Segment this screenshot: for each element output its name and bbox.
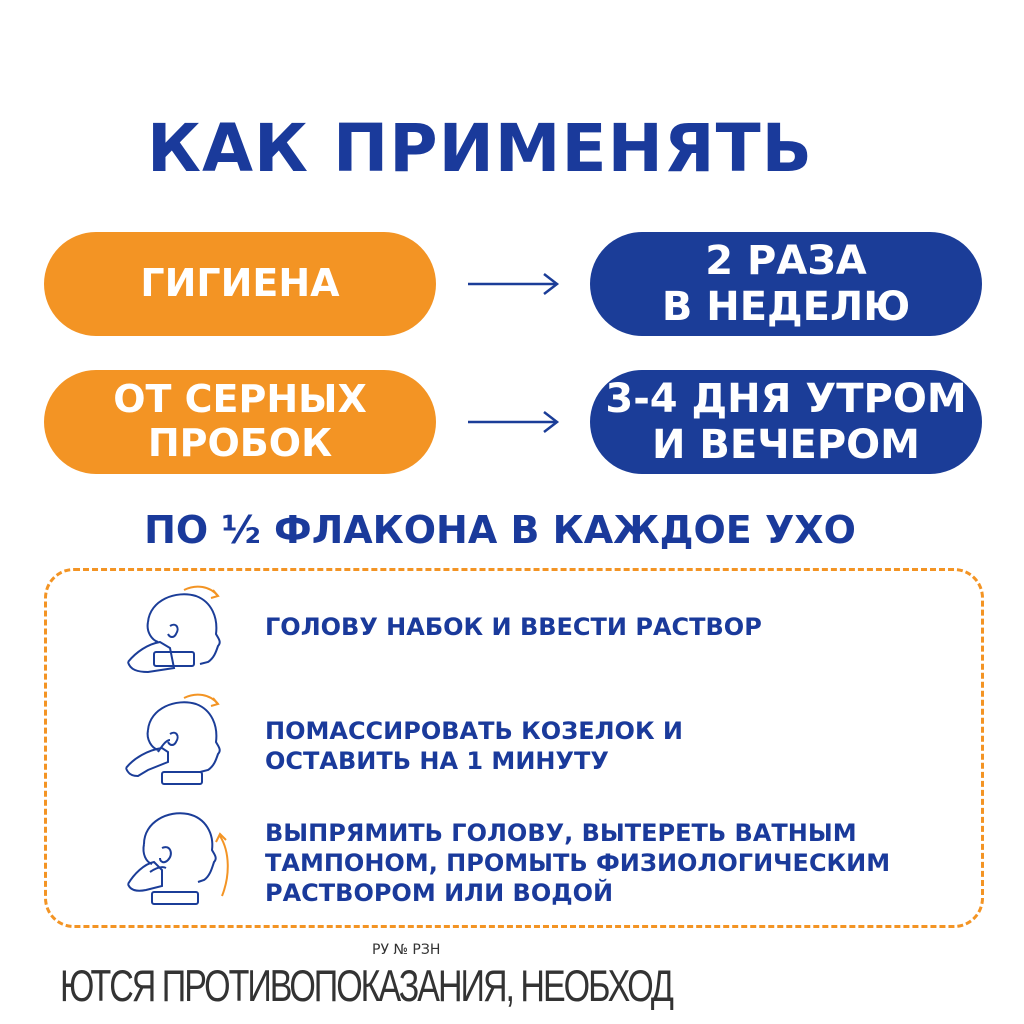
- usage-wax-plugs-pill: ОТ СЕРНЫХ ПРОБОК: [44, 370, 436, 474]
- pill-label: 2 РАЗА В НЕДЕЛЮ: [661, 238, 911, 330]
- usage-hygiene-frequency-pill: 2 РАЗА В НЕДЕЛЮ: [590, 232, 982, 336]
- pill-label: ГИГИЕНА: [140, 261, 340, 306]
- pill-label: ОТ СЕРНЫХ ПРОБОК: [113, 377, 367, 465]
- registration-number: РУ № РЗН: [372, 942, 441, 958]
- pill-label: 3-4 ДНЯ УТРОМ И ВЕЧЕРОМ: [605, 376, 967, 468]
- dosage-note: ПО ½ ФЛАКОНА В КАЖДОЕ УХО: [144, 508, 856, 552]
- step-1-text: ГОЛОВУ НАБОК И ВВЕСТИ РАСТВОР: [265, 613, 762, 641]
- head-tilt-icon: [127, 585, 221, 674]
- ear-massage-icon: [125, 693, 221, 785]
- contraindications-warning: ЮТСЯ ПРОТИВОПОКАЗАНИЯ, НЕОБХОД: [60, 962, 674, 1012]
- usage-wax-plugs-frequency-pill: 3-4 ДНЯ УТРОМ И ВЕЧЕРОМ: [590, 370, 982, 474]
- usage-hygiene-pill: ГИГИЕНА: [44, 232, 436, 336]
- instructions-box: [44, 568, 984, 928]
- arrow-right-icon: [468, 273, 560, 295]
- step-2-text: ПОМАССИРОВАТЬ КОЗЕЛОК И ОСТАВИТЬ НА 1 МИ…: [265, 717, 683, 775]
- step-3-text: ВЫПРЯМИТЬ ГОЛОВУ, ВЫТЕРЕТЬ ВАТНЫМ ТАМПОН…: [265, 819, 891, 907]
- arrow-right-icon: [468, 411, 560, 433]
- page-title: КАК ПРИМЕНЯТЬ: [147, 110, 813, 187]
- head-upright-icon: [127, 812, 229, 905]
